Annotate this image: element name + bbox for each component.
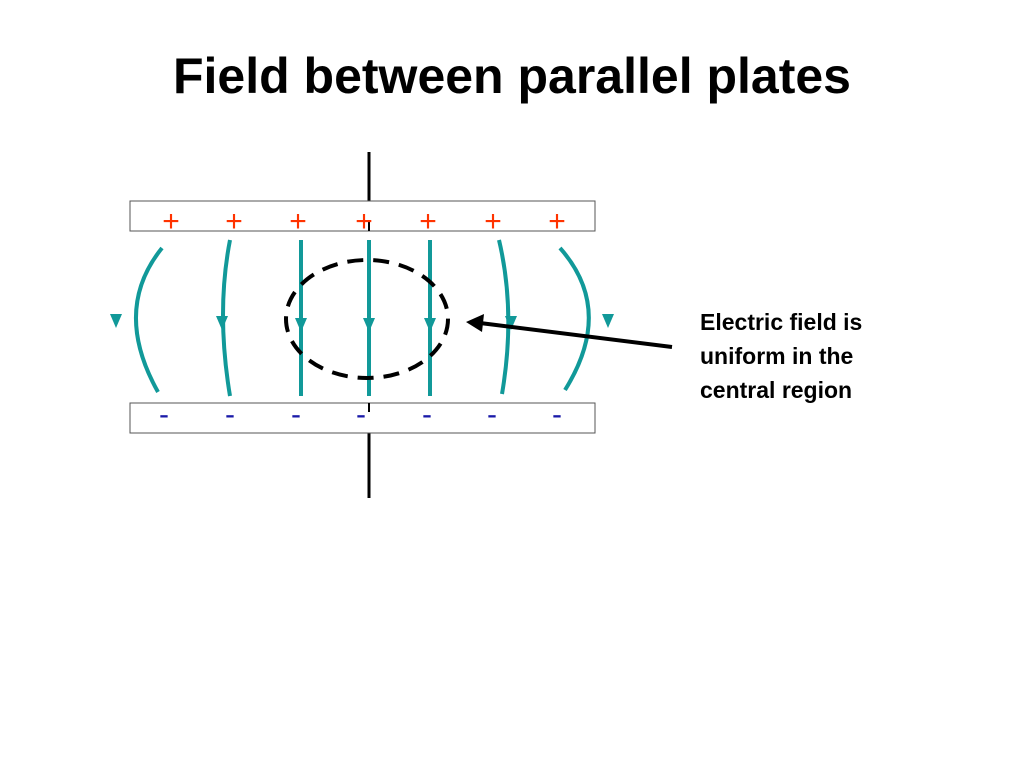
- positive-charge: +: [225, 205, 243, 238]
- field-line-left: [221, 239, 232, 397]
- negative-charge: -: [291, 398, 301, 431]
- positive-charge: +: [162, 205, 180, 238]
- arrowhead: [424, 318, 436, 332]
- negative-charges: - - - - - - -: [159, 398, 562, 431]
- callout-arrowhead: [466, 314, 484, 332]
- positive-charge: +: [484, 205, 502, 238]
- positive-charge: +: [355, 205, 373, 238]
- top-plate: [129, 200, 596, 232]
- uniform-region-ellipse: [284, 258, 450, 380]
- arrowhead: [216, 316, 228, 330]
- negative-charge: -: [487, 398, 497, 431]
- negative-charge: -: [422, 398, 432, 431]
- positive-charges: + + + + + + +: [162, 205, 566, 238]
- field-line-outer-right: [558, 246, 591, 392]
- arrowhead: [363, 318, 375, 332]
- positive-charge: +: [289, 205, 307, 238]
- arrowhead: [505, 316, 517, 330]
- field-line-right: [497, 239, 511, 395]
- negative-charge: -: [552, 398, 562, 431]
- arrowhead: [295, 318, 307, 332]
- negative-charge: -: [225, 398, 235, 431]
- arrowhead: [602, 314, 614, 328]
- negative-charge: -: [356, 398, 366, 431]
- page-title: Field between parallel plates: [172, 48, 851, 104]
- callout-text: Electric field is uniform in the central…: [700, 305, 930, 407]
- positive-charge: +: [548, 205, 566, 238]
- field-line-outer-left: [133, 246, 164, 393]
- callout-line: uniform in the: [700, 343, 854, 369]
- callout-arrow-line: [479, 321, 673, 349]
- callout-line: Electric field is: [700, 309, 863, 335]
- positive-charge: +: [419, 205, 437, 238]
- bottom-plate: [129, 402, 596, 434]
- field-lines: [133, 239, 591, 397]
- negative-charge: -: [159, 398, 169, 431]
- field-arrowheads: [110, 314, 614, 332]
- callout-line: central region: [700, 377, 853, 403]
- arrowhead: [110, 314, 122, 328]
